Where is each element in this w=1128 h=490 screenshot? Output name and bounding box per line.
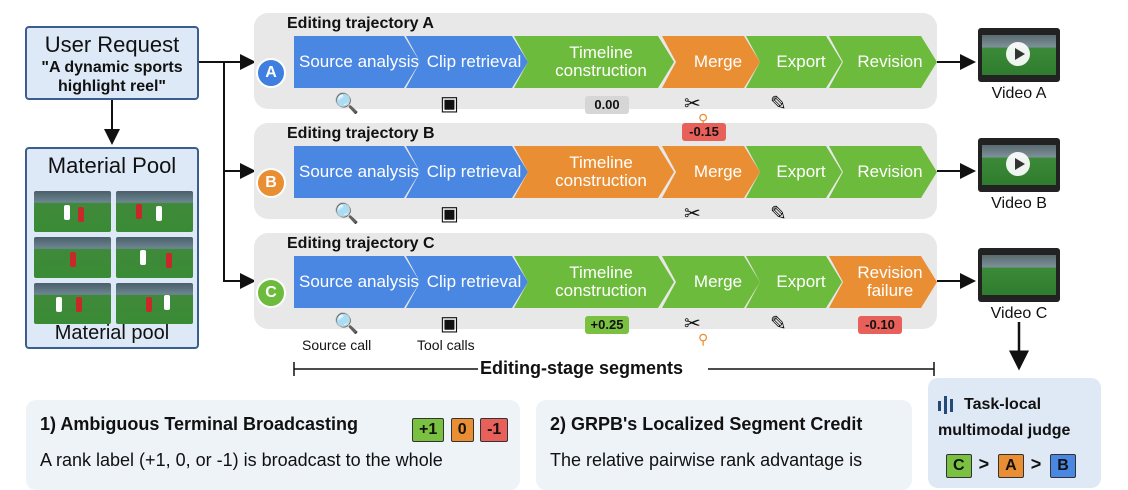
video-label: Video C <box>990 305 1048 322</box>
judge-bars-icon <box>938 396 958 419</box>
connector-lines <box>104 54 1029 376</box>
tool-calls-icon: ▣ <box>440 203 459 225</box>
export-doc-icon: ✎ <box>770 93 787 115</box>
timeline-score: +0.25 <box>585 316 629 334</box>
chip-minus-one: -1 <box>480 418 509 442</box>
card2-text: The relative pairwise rank advantage is <box>550 450 863 470</box>
revision-score: -0.10 <box>858 316 902 334</box>
source-call-icon: 🔍 <box>334 313 359 335</box>
pool-thumbnail <box>116 237 193 278</box>
tool-calls-label: Tool calls <box>417 337 475 353</box>
judge-title-2: multimodal judge <box>938 422 1071 439</box>
trajectory-title: Editing trajectory C <box>287 235 435 252</box>
stage-source-analysis: Source analysis <box>294 36 420 88</box>
material-pool-title: Material Pool <box>47 153 177 178</box>
magnifier-icon: ⚲ <box>698 111 709 127</box>
export-doc-icon: ✎ <box>770 313 787 335</box>
stage-source-analysis: Source analysis <box>294 256 420 308</box>
tool-calls-icon: ▣ <box>440 313 459 335</box>
trajectory-title: Editing trajectory B <box>287 125 435 142</box>
video-label: Video A <box>991 85 1047 102</box>
pool-thumbnail <box>34 191 111 232</box>
rank-2: A <box>998 454 1024 478</box>
material-pool-bottom-label: Material pool <box>54 322 170 344</box>
stage-revision: Revision <box>829 36 937 88</box>
material-pool-box: Material Pool Material pool <box>25 147 199 349</box>
stage-clip-retrieval: Clip retrieval <box>406 36 528 88</box>
merge-tool-icon: ✂ <box>684 203 701 225</box>
user-request-quote: "A dynamic sports highlight reel" <box>41 59 183 95</box>
rank-3: B <box>1050 454 1076 478</box>
source-call-label: Source call <box>302 337 372 353</box>
stage-timeline-construction: Timeline construction <box>514 256 674 308</box>
judge-ranking: C > A > B <box>944 454 1076 478</box>
segments-label: Editing-stage segments <box>480 358 684 378</box>
timeline-score: 0.00 <box>585 96 629 114</box>
pool-thumbnail <box>34 237 111 278</box>
card2-title: 2) GRPB's Localized Segment Credit <box>550 414 863 434</box>
merge-tool-icon: ✂ <box>684 313 701 335</box>
trajectory-title: Editing trajectory A <box>287 15 434 32</box>
card1-text: A rank label (+1, 0, or -1) is broadcast… <box>40 450 443 470</box>
stage-source-analysis: Source analysis <box>294 146 420 198</box>
trajectory-badge: B <box>256 168 286 198</box>
video-thumbnail <box>978 138 1060 192</box>
stage-timeline-construction: Timeline construction <box>514 36 674 88</box>
pool-thumbnail <box>116 191 193 232</box>
chip-zero: 0 <box>450 418 474 442</box>
trajectory-badge: A <box>256 58 286 88</box>
stage-export: Export <box>746 256 842 308</box>
user-request-title: User Request <box>44 32 180 57</box>
stage-merge: Merge <box>662 146 760 198</box>
source-call-icon: 🔍 <box>334 93 359 115</box>
video-label: Video B <box>991 195 1047 212</box>
chip-plus-one: +1 <box>412 418 445 442</box>
stage-clip-retrieval: Clip retrieval <box>406 146 528 198</box>
rank-1: C <box>946 454 972 478</box>
stage-clip-retrieval: Clip retrieval <box>406 256 528 308</box>
user-request-box: User Request "A dynamic sports highlight… <box>25 26 199 100</box>
stage-export: Export <box>746 36 842 88</box>
card1-chips: +1 0 -1 <box>410 418 509 442</box>
card-terminal-broadcasting: 1) Ambiguous Terminal Broadcasting +1 0 … <box>26 400 520 490</box>
merge-tool-icon: ✂ <box>684 93 701 115</box>
stage-timeline-construction: Timeline construction <box>514 146 674 198</box>
stage-export: Export <box>746 146 842 198</box>
merge-score: -0.15 <box>682 123 726 141</box>
judge-title-1: Task-local <box>964 396 1042 413</box>
video-thumbnail <box>978 248 1060 302</box>
export-doc-icon: ✎ <box>770 203 787 225</box>
stage-merge: Merge <box>662 256 760 308</box>
trajectory-badge: C <box>256 278 286 308</box>
play-icon <box>1006 152 1030 176</box>
magnifier-icon: ⚲ <box>698 331 709 347</box>
pool-thumbnail <box>116 283 193 324</box>
card-localized-credit: 2) GRPB's Localized Segment Credit The r… <box>536 400 912 490</box>
play-icon <box>1006 42 1030 66</box>
tool-calls-icon: ▣ <box>440 93 459 115</box>
stage-merge: Merge <box>662 36 760 88</box>
stage-revision: Revision <box>829 146 937 198</box>
pool-thumbnail <box>34 283 111 324</box>
card1-title: 1) Ambiguous Terminal Broadcasting <box>40 414 359 434</box>
stage-revision-failure: Revision failure <box>829 256 937 308</box>
judge-box: Task-local multimodal judge C > A > B <box>928 378 1101 488</box>
source-call-icon: 🔍 <box>334 203 359 225</box>
video-thumbnail <box>978 28 1060 82</box>
